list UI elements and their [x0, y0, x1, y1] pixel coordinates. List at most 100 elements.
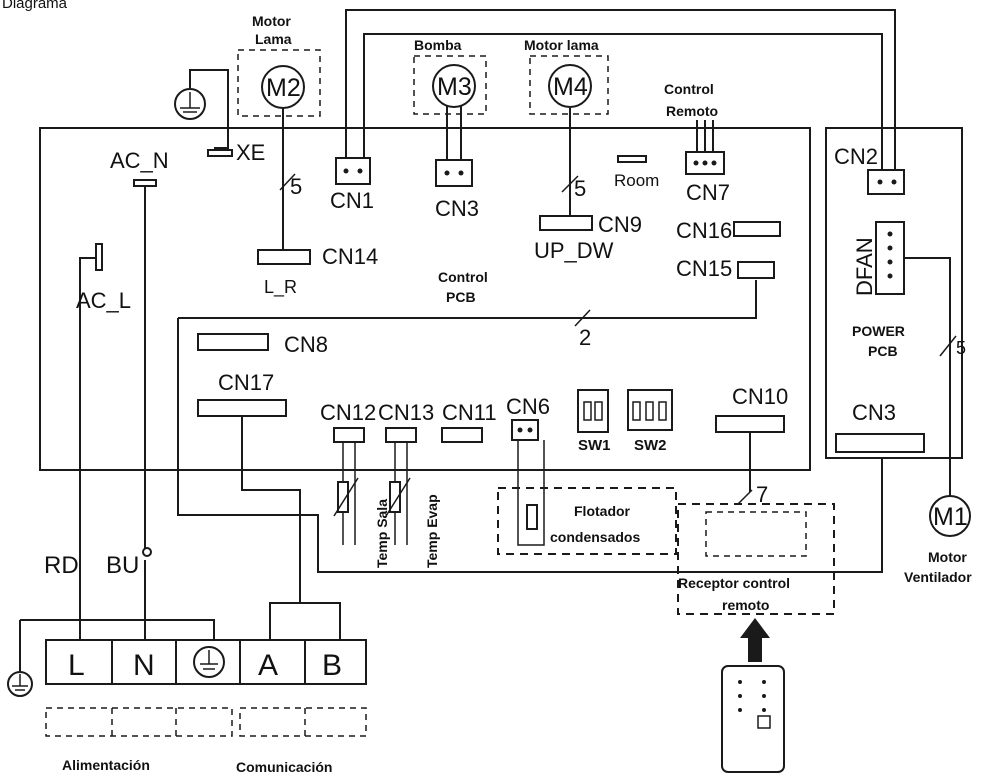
control-remoto-label-2: Remoto	[666, 103, 718, 119]
receptor-label-2: remoto	[722, 597, 769, 613]
cn3-power-label: CN3	[852, 400, 896, 425]
connector-cn3-control[interactable]	[435, 159, 473, 187]
cn2-loop-wire-inner	[363, 33, 883, 170]
bu-wire-label: BU	[106, 552, 139, 579]
temp-evap-thermistor	[389, 481, 401, 513]
wire-count-7: 7	[756, 482, 768, 507]
up-arrow-icon	[740, 618, 770, 638]
motor-m1-symbol: M1	[933, 503, 968, 531]
temp-evap-label: Temp Evap	[424, 494, 440, 568]
control-pcb-label-1: Control	[438, 269, 488, 285]
connector-cn10[interactable]	[715, 415, 785, 433]
connector-cn9[interactable]	[539, 215, 593, 231]
connector-cn12[interactable]	[333, 427, 365, 443]
cn3-control-label: CN3	[435, 196, 479, 221]
receptor-housing	[677, 503, 835, 615]
power-pcb-label-1: POWER	[852, 323, 905, 339]
ac-l-label: AC_L	[76, 288, 131, 313]
cn7-label: CN7	[686, 180, 730, 205]
connector-cn1[interactable]	[335, 157, 371, 185]
wire-count-5-b: 5	[574, 176, 586, 201]
wire-count-tick	[574, 309, 591, 327]
control-remoto-label-1: Control	[664, 81, 714, 97]
ac-l-terminal	[95, 243, 103, 271]
cn9-label: CN9	[598, 212, 642, 237]
motor-m4-symbol: M4	[553, 73, 588, 101]
room-sensor-terminal	[617, 155, 647, 163]
l-r-label: L_R	[264, 277, 297, 298]
connector-cn3-power[interactable]	[835, 433, 925, 453]
motor-m4-icon	[548, 64, 592, 108]
cn14-label: CN14	[322, 244, 378, 269]
main-control-board-outline	[39, 127, 811, 471]
motor-m2-label-1: Motor	[252, 13, 291, 29]
motor-m2-symbol: M2	[266, 74, 301, 102]
ac-n-label: AC_N	[110, 148, 169, 173]
motor-m3-symbol: M3	[437, 73, 472, 101]
terminal-l[interactable]: L	[68, 649, 85, 682]
alimentacion-dashed-box	[45, 707, 233, 737]
ac-n-terminal	[133, 179, 157, 187]
cn8-label: CN8	[284, 332, 328, 357]
ground-wire	[20, 619, 215, 640]
terminal-n[interactable]: N	[133, 649, 155, 682]
cn2-label: CN2	[834, 144, 878, 169]
cn12-label: CN12	[320, 400, 376, 425]
cn15-link-wire	[178, 280, 757, 319]
comm-terminal-block	[239, 639, 367, 685]
connector-cn11[interactable]	[441, 427, 483, 443]
flotador-label-2: condensados	[550, 529, 640, 545]
control-pcb-inner-outline	[177, 318, 883, 573]
receptor-label-1: Receptor control	[678, 575, 790, 591]
connector-cn16[interactable]	[733, 221, 781, 237]
motor-m4-label: Motor lama	[524, 37, 599, 53]
receptor-display	[705, 511, 807, 557]
dip-switch-sw1[interactable]	[577, 389, 609, 433]
connector-cn15[interactable]	[737, 261, 775, 279]
connector-cn17[interactable]	[197, 399, 287, 417]
cn2-loop-wire-outer	[345, 9, 896, 170]
motor-m3-label: Bomba	[414, 37, 462, 53]
cn17-label: CN17	[218, 370, 274, 395]
connector-cn2[interactable]	[867, 169, 905, 195]
motor-m3-housing	[413, 55, 487, 115]
up-dw-label: UP_DW	[534, 238, 614, 263]
xe-terminal	[207, 149, 233, 157]
float-switch-icon	[526, 504, 538, 530]
diagram-caption: Diagrama	[2, 0, 68, 12]
signal-arrow-shaft	[748, 636, 762, 662]
cn11-label: CN11	[442, 400, 497, 425]
flotador-label-1: Flotador	[574, 503, 631, 519]
power-pcb-label-2: PCB	[868, 343, 898, 359]
motor-m1-label-2: Ventilador	[904, 569, 972, 585]
sw1-label: SW1	[578, 437, 611, 454]
cn10-label: CN10	[732, 384, 788, 409]
remote-control-icon	[721, 665, 785, 773]
comunicacion-dashed-box	[239, 707, 367, 737]
connector-cn6[interactable]	[511, 419, 539, 441]
dip-switch-sw2[interactable]	[627, 389, 673, 431]
sw2-label: SW2	[634, 437, 667, 454]
motor-m4-housing	[529, 55, 609, 115]
cn16-label: CN16	[676, 218, 732, 243]
connector-cn13[interactable]	[385, 427, 417, 443]
connector-cn8[interactable]	[197, 333, 269, 351]
cn6-label: CN6	[506, 394, 550, 419]
alimentacion-label: Alimentación	[62, 757, 150, 773]
room-label: Room	[614, 171, 659, 190]
motor-m2-label-2: Lama	[255, 31, 292, 47]
motor-m3-icon	[432, 64, 476, 108]
comunicacion-label: Comunicación	[236, 759, 332, 775]
control-pcb-label-2: PCB	[446, 289, 476, 305]
terminal-a[interactable]: A	[258, 649, 278, 682]
wire-count-5-a: 5	[290, 174, 302, 199]
cn15-label: CN15	[676, 256, 732, 281]
motor-m1-label-1: Motor	[928, 549, 967, 565]
xe-label: XE	[236, 140, 265, 165]
terminal-b[interactable]: B	[322, 649, 342, 682]
temp-sala-thermistor	[337, 481, 349, 513]
wire-count-2: 2	[579, 325, 591, 350]
connector-l-r[interactable]	[257, 249, 311, 265]
motor-m2-housing	[237, 49, 321, 117]
